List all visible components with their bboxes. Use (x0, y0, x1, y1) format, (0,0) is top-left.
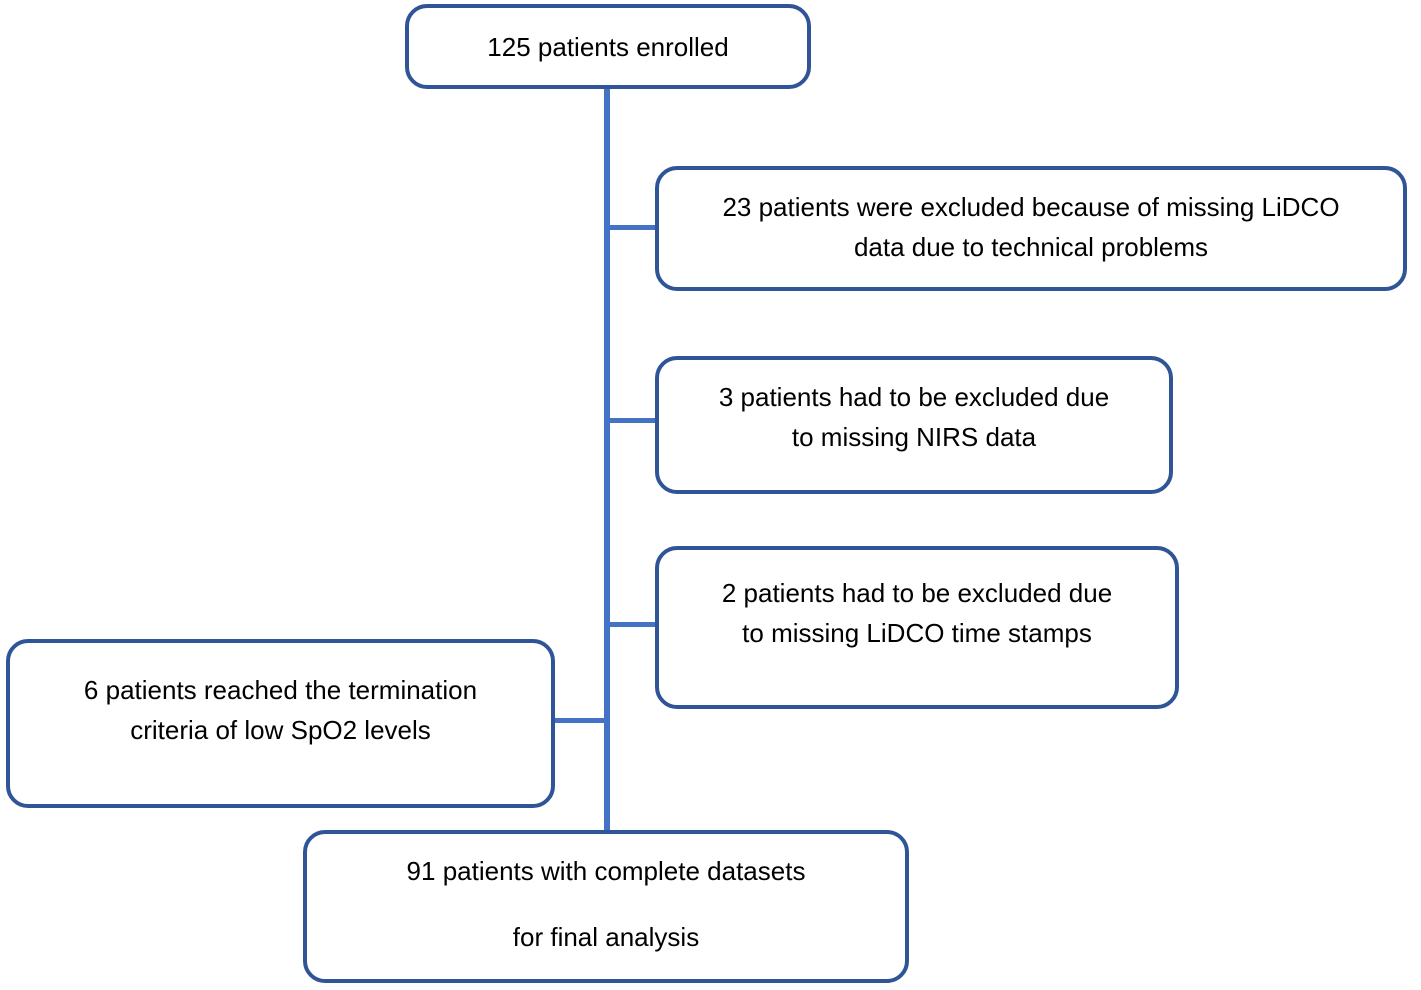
node-text-line: criteria of low SpO2 levels (130, 715, 431, 745)
connector-branch-excluded-timestamps (608, 622, 655, 627)
node-text-line: 6 patients reached the termination (83, 675, 478, 705)
connector-branch-excluded-nirs (608, 418, 655, 423)
node-text-line: 91 patients with complete datasets (406, 856, 806, 886)
connector-branch-excluded-lidco (608, 225, 655, 230)
node-text-line: 125 patients enrolled (487, 31, 729, 62)
node-text-line: to missing LiDCO time stamps (742, 618, 1092, 648)
node-excluded-missing-nirs-data: 3 patients had to be excluded due to mis… (655, 356, 1173, 494)
connector-branch-termination (555, 718, 610, 723)
node-excluded-missing-lidco-timestamps: 2 patients had to be excluded due to mis… (655, 546, 1179, 709)
node-final-analysis: 91 patients with complete datasets for f… (303, 830, 909, 983)
node-text-line: data due to technical problems (853, 232, 1209, 262)
connector-main-vertical (604, 88, 610, 831)
node-text-line: for final analysis (512, 922, 700, 952)
node-text-line: 3 patients had to be excluded due (718, 382, 1110, 412)
node-termination-criteria: 6 patients reached the termination crite… (6, 639, 555, 808)
node-text-line: 23 patients were excluded because of mis… (722, 192, 1340, 222)
node-text-line: to missing NIRS data (791, 422, 1037, 452)
node-patients-enrolled: 125 patients enrolled (405, 4, 811, 89)
node-text-line: 2 patients had to be excluded due (721, 578, 1113, 608)
node-excluded-missing-lidco-data: 23 patients were excluded because of mis… (655, 166, 1407, 291)
